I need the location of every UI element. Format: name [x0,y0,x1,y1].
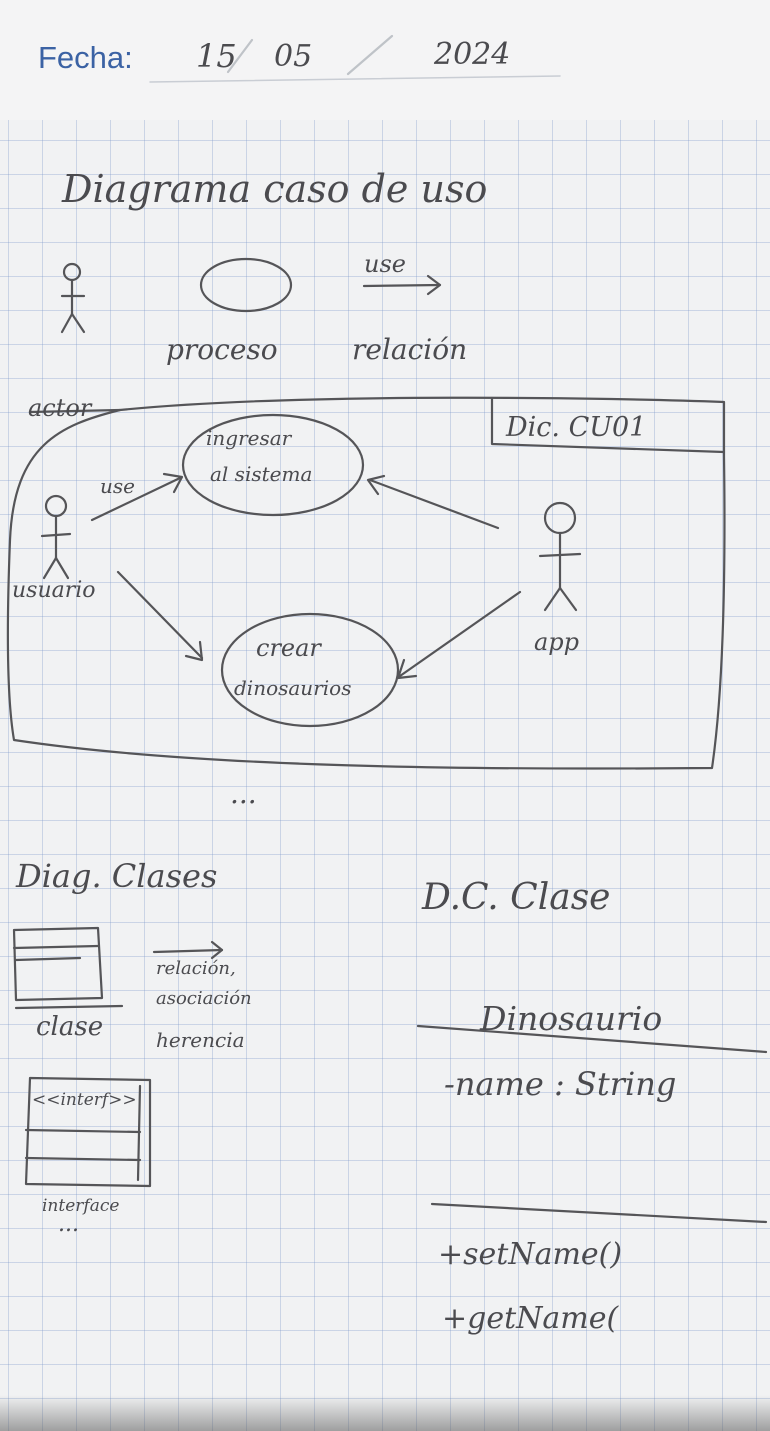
class-name: Dinosaurio [480,999,663,1038]
date-slash-1 [226,38,254,74]
date-slash-2 [346,34,394,76]
process-create-ellipse [220,612,400,728]
interface-label: interface [42,1196,120,1216]
use-case-ellipsis: ... [230,777,257,810]
process-login-label-line2: al sistema [210,462,313,486]
class-method-2: +getName( [442,1301,619,1336]
legend-process-label: proceso [166,333,278,366]
user-login-arrow [90,472,184,522]
class-name-divider [416,1024,768,1054]
class-icon [12,926,124,1010]
date-day: 15 [196,37,237,75]
app-create-arrow [396,590,522,680]
relations-line2: asociación [156,988,252,1009]
system-boundary [6,396,726,770]
diagram-id-label: Dic. CU01 [506,412,647,443]
class-attribute-divider [430,1202,768,1224]
user-create-arrow [116,570,204,662]
process-create-label-line1: crear [256,634,321,662]
process-login-label-line1: ingresar [206,426,292,450]
actor-pointer [28,408,122,414]
legend-actor-label: actor [28,394,92,422]
use-case-title: Diagrama caso de uso [62,167,488,211]
legend-relation-label: relación [352,333,468,366]
class-label: clase [36,1012,104,1042]
actor-app-figure [538,501,582,612]
process-create-label-line2: dinosaurios [234,676,352,700]
app-login-arrow [366,474,500,530]
legend-use-label: use [364,250,406,278]
class-example-title: D.C. Clase [422,877,611,918]
class-attribute: -name : String [444,1065,677,1103]
use-relation-label: use [100,474,135,498]
legend-actor-icon [60,262,86,334]
date-rule [149,75,561,83]
interface-icon [24,1076,152,1188]
header-band [0,0,770,120]
date-year: 2024 [434,37,511,72]
page-bottom-shadow [0,1395,770,1431]
process-login-ellipse [181,413,365,517]
interface-box-label: <<interf>> [32,1090,137,1110]
legend-process-ellipse [199,257,293,313]
relations-line3: herencia [156,1028,245,1052]
diagram-id-tab [490,396,726,454]
actor-user-label: usuario [12,578,96,603]
date-month: 05 [274,39,313,74]
interface-ellipsis: ... [58,1212,79,1237]
class-diagrams-title: Diag. Clases [16,857,218,895]
date-label: Fecha: [38,40,133,75]
relation-arrow [152,940,224,960]
class-method-1: +setName() [438,1237,623,1272]
relations-line1: relación, [156,958,236,979]
actor-app-label: app [534,628,580,656]
legend-use-arrow [362,274,442,296]
actor-user-figure [40,494,72,580]
